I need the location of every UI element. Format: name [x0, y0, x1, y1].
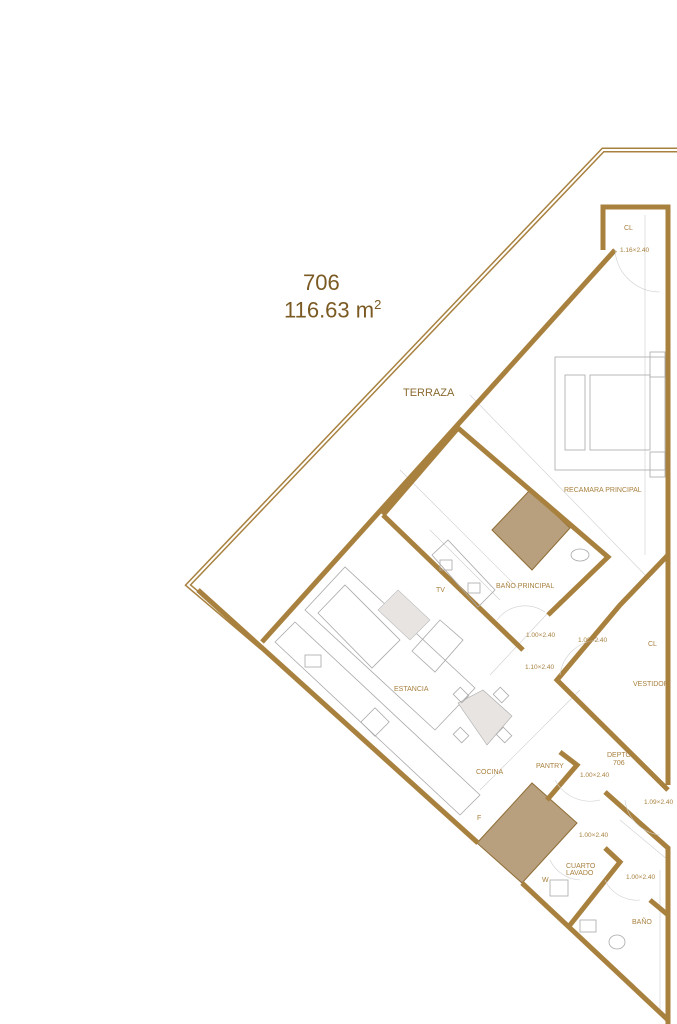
- dining-table: [452, 686, 513, 746]
- bath-fixtures: [431, 539, 626, 950]
- label-terraza: TERRAZA: [403, 387, 455, 399]
- label-tv: TV: [436, 587, 445, 594]
- label-washer: W: [542, 877, 549, 884]
- door-size-entry: 1.09×2.40: [644, 799, 673, 806]
- dimension-lines: [399, 215, 669, 1010]
- kitchen-sink: [304, 654, 322, 668]
- door-size-vestidor: 1.00×2.40: [578, 637, 607, 644]
- door-size-bano-principal: 1.00×2.40: [526, 632, 555, 639]
- door-swings: [496, 249, 661, 901]
- label-cocina: COCINA: [476, 769, 504, 776]
- door-size-recamara: 1.10×2.40: [525, 664, 554, 671]
- label-closet-top: CL: [624, 225, 633, 232]
- shaft-bath: [491, 489, 571, 571]
- shaft-kitchen: [476, 782, 578, 884]
- label-closet-vestidor: CL: [648, 641, 657, 648]
- label-fridge: F: [477, 815, 481, 822]
- kitchen-counter: [274, 621, 481, 816]
- door-size-lavado: 1.00×2.40: [579, 832, 608, 839]
- unit-area-value: 116.63 m: [284, 297, 375, 323]
- label-bano: BAÑO: [632, 917, 652, 926]
- door-size-bano: 1.00×2.40: [626, 874, 655, 881]
- bed: [554, 351, 666, 478]
- label-bano-principal: BAÑO PRINCIPAL: [496, 581, 554, 590]
- label-estancia: ESTANCIA: [394, 686, 429, 693]
- label-pantry: PANTRY: [536, 763, 564, 770]
- door-size-cl: 1.16×2.40: [620, 247, 649, 254]
- sofa-set: [304, 566, 476, 731]
- unit-number: 706: [303, 270, 340, 295]
- coffee-table: [377, 589, 431, 641]
- label-vestidor: VESTIDOR: [633, 681, 669, 688]
- unit-area-superscript: 2: [374, 297, 382, 312]
- stove: [360, 707, 390, 737]
- walls: [184, 147, 677, 1024]
- label-depto-number: 706: [613, 760, 625, 767]
- unit-area: 116.63 m2: [284, 297, 381, 323]
- label-lavado: LAVADO: [566, 870, 594, 877]
- door-size-pantry: 1.00×2.40: [580, 772, 609, 779]
- label-cuarto: CUARTO: [566, 863, 596, 870]
- label-depto: DEPTO: [607, 752, 632, 759]
- label-recamara-principal: RECAMARA PRINCIPAL: [564, 487, 642, 494]
